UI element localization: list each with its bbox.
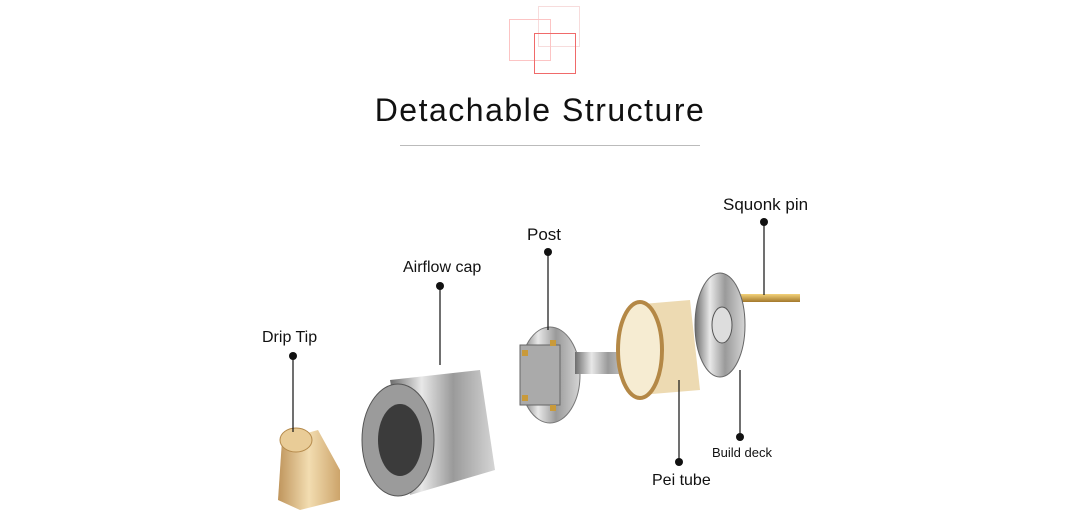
build-deck-part bbox=[694, 272, 800, 378]
page-title: Detachable Structure bbox=[374, 92, 706, 128]
drip-tip-part bbox=[278, 427, 340, 510]
label-squonk-pin: Squonk pin bbox=[723, 195, 809, 214]
logo-square-pink bbox=[509, 19, 551, 61]
divider bbox=[400, 145, 700, 146]
logo-square-faint bbox=[538, 6, 580, 47]
label-drip-tip: Drip Tip bbox=[262, 329, 318, 346]
pei-tube-part bbox=[616, 300, 700, 400]
label-post: Post bbox=[527, 225, 562, 244]
label-airflow-cap: Airflow cap bbox=[403, 259, 482, 276]
leader-lines bbox=[292, 222, 765, 462]
leader-dots bbox=[289, 218, 768, 466]
label-build-deck: Build deck bbox=[712, 445, 772, 460]
label-pei-tube: Pei tube bbox=[652, 472, 711, 489]
logo-square-red bbox=[534, 33, 576, 74]
post-part bbox=[519, 326, 630, 424]
airflow-cap-part bbox=[361, 370, 495, 497]
